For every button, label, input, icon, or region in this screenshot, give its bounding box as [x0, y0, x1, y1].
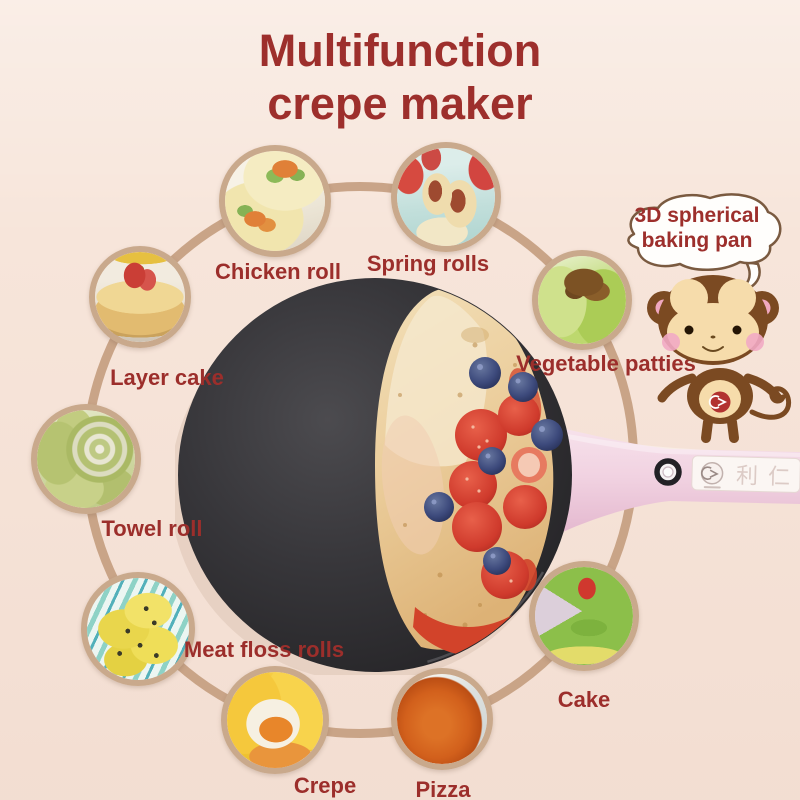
speech-bubble-text: 3D spherical baking pan — [612, 203, 782, 253]
food-label-meat-floss-rolls: Meat floss rolls — [183, 637, 345, 662]
food-circle-meat-floss-rolls — [81, 572, 195, 686]
food-photo-meat-floss-rolls — [87, 578, 189, 680]
food-circle-chicken-roll — [219, 145, 331, 257]
power-button — [654, 458, 682, 486]
pan-handle: 利仁 — [540, 423, 800, 543]
food-label-vegetable-patties: Vegetable patties — [516, 351, 696, 376]
brand-strip: 利仁 — [691, 455, 800, 493]
food-circle-spring-rolls — [391, 142, 501, 252]
handle-sheen — [540, 429, 800, 457]
title-line1: Multifunction — [258, 25, 542, 76]
brand-logo-icon — [700, 462, 724, 485]
food-photo-cake — [535, 567, 633, 665]
food-photo-pizza — [397, 674, 487, 764]
title-line2: crepe maker — [267, 78, 533, 129]
food-label-layer-cake: Layer cake — [110, 365, 224, 390]
bubble-line1: 3D spherical — [634, 204, 760, 227]
pan-rim-highlight — [179, 279, 571, 671]
food-circle-vegetable-patties — [532, 250, 632, 350]
blueberries — [424, 357, 563, 575]
food-photo-towel-roll — [37, 410, 135, 508]
speech-bubble — [627, 193, 782, 294]
strawberries — [449, 394, 547, 599]
food-label-crepe: Crepe — [293, 773, 357, 798]
monkey-badge — [708, 391, 731, 413]
page-title: Multifunction crepe maker — [0, 24, 800, 130]
crepe-pan — [175, 278, 572, 675]
bubble-line2: baking pan — [641, 229, 753, 252]
brand-text: 利仁 — [736, 463, 800, 490]
food-circle-towel-roll — [31, 404, 141, 514]
food-circle-crepe — [221, 666, 329, 774]
food-label-chicken-roll: Chicken roll — [215, 259, 341, 284]
food-circle-cake — [529, 561, 639, 671]
food-label-towel-roll: Towel roll — [101, 516, 203, 541]
food-photo-layer-cake — [95, 252, 185, 342]
brand-sub-text — [703, 486, 721, 489]
crepe-with-berries — [375, 288, 563, 657]
monkey-body — [647, 275, 792, 443]
food-photo-vegetable-patties — [538, 256, 626, 344]
food-circle-layer-cake — [89, 246, 191, 348]
food-photo-chicken-roll — [225, 151, 325, 251]
food-label-pizza: Pizza — [415, 777, 471, 800]
food-circle-pizza — [391, 668, 493, 770]
monkey-mascot — [627, 193, 792, 443]
food-label-spring-rolls: Spring rolls — [366, 251, 490, 276]
food-label-cake: Cake — [557, 687, 611, 712]
food-photo-crepe — [227, 672, 323, 768]
monkey-tail — [749, 386, 792, 420]
food-photo-spring-rolls — [397, 148, 495, 246]
